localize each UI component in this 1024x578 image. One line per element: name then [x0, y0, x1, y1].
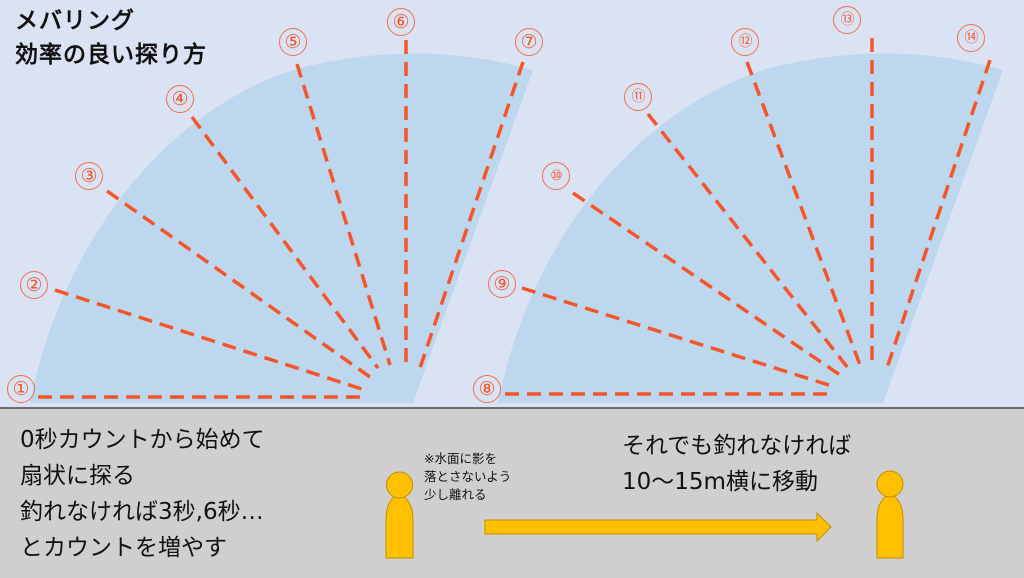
cast-label-10: ⑩	[542, 162, 570, 190]
left-fan-cast-lines	[38, 40, 525, 399]
note-line-3: 少し離れる	[424, 487, 487, 502]
shadow-note: ※水面に影を 落とさないよう 少し離れる	[424, 450, 511, 504]
cast-label-13: ⑬	[833, 6, 861, 34]
note-line-1: ※水面に影を	[424, 451, 497, 466]
move-instructions: それでも釣れなければ 10〜15m横に移動	[622, 428, 851, 500]
page-title: メバリング 効率の良い探り方	[15, 4, 207, 72]
cast-label-14: ⑭	[957, 24, 985, 52]
instructions-line-4: とカウントを増やす	[20, 535, 227, 561]
cast-label-12: ⑫	[731, 28, 759, 56]
instructions-line-2: 扇状に探る	[20, 463, 135, 489]
instructions-text: 0秒カウントから始めて 扇状に探る 釣れなければ3秒,6秒… とカウントを増やす	[20, 422, 265, 566]
cast-label-1: ①	[7, 375, 35, 403]
move-line-1: それでも釣れなければ	[622, 433, 852, 459]
cast-label-2: ②	[20, 271, 48, 299]
note-line-2: 落とさないよう	[424, 469, 512, 484]
title-line-2: 効率の良い探り方	[15, 42, 207, 68]
shore-area	[0, 407, 1024, 578]
cast-label-11: ⑪	[624, 83, 652, 111]
angler-figure-moved	[876, 470, 904, 559]
angler-figure-start	[385, 471, 414, 559]
cast-label-3: ③	[75, 162, 103, 190]
move-line-2: 10〜15m横に移動	[622, 469, 818, 495]
cast-label-6: ⑥	[387, 8, 415, 36]
left-fan-sector	[30, 53, 533, 403]
cast-label-9: ⑨	[488, 270, 516, 298]
cast-label-8: ⑧	[473, 375, 501, 403]
cast-label-7: ⑦	[515, 28, 543, 56]
instructions-line-3: 釣れなければ3秒,6秒…	[20, 499, 264, 525]
move-arrow	[484, 511, 832, 543]
cast-label-4: ④	[166, 85, 194, 113]
title-line-1: メバリング	[15, 8, 135, 34]
cast-label-5: ⑤	[279, 28, 307, 56]
right-fan-sector	[498, 53, 1003, 403]
instructions-line-1: 0秒カウントから始めて	[20, 427, 265, 453]
right-fan-cast-lines	[505, 38, 992, 396]
